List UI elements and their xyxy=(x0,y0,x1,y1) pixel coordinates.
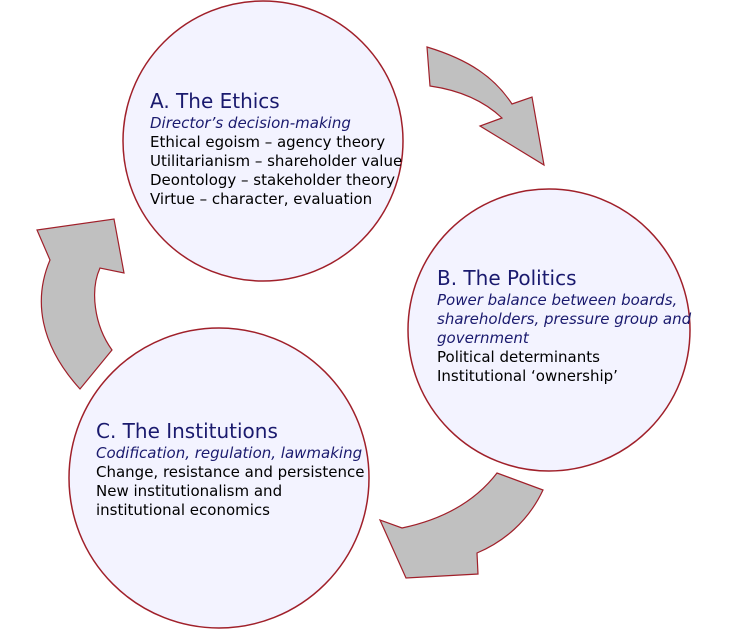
institutions-line: Change, resistance and persistence xyxy=(96,463,365,481)
politics-subtitle: government xyxy=(437,329,529,347)
institutions-line: New institutionalism and xyxy=(96,482,283,500)
politics-circle xyxy=(407,188,691,472)
politics-line: Political determinants xyxy=(437,348,600,366)
institutions-subtitle: Codification, regulation, lawmaking xyxy=(96,444,363,462)
institutions-title: C. The Institutions xyxy=(96,419,278,443)
politics-line: Institutional ‘ownership’ xyxy=(437,367,618,385)
institutions-node-text: C. The Institutions Codification, regula… xyxy=(96,419,364,520)
institutions-line: institutional economics xyxy=(96,501,270,519)
ethics-title: A. The Ethics xyxy=(150,89,280,113)
ethics-line: Virtue – character, evaluation xyxy=(150,190,373,208)
ethics-circle xyxy=(122,0,404,282)
arrow-politics-to-institutions xyxy=(378,472,544,579)
ethics-line: Utilitarianism – shareholder value xyxy=(150,152,403,170)
arrow-ethics-to-politics xyxy=(426,46,545,167)
politics-subtitle: Power balance between boards, xyxy=(437,291,678,309)
politics-title: B. The Politics xyxy=(437,266,577,290)
politics-subtitle: shareholders, pressure group and xyxy=(437,310,692,328)
politics-node-text: B. The Politics Power balance between bo… xyxy=(437,266,691,386)
ethics-line: Deontology – stakeholder theory xyxy=(150,171,395,189)
ethics-subtitle: Director’s decision-making xyxy=(150,114,351,132)
institutions-circle xyxy=(68,327,370,629)
ethics-line: Ethical egoism – agency theory xyxy=(150,133,386,151)
arrow-institutions-to-ethics xyxy=(36,218,125,390)
ethics-node-text: A. The Ethics Director’s decision-making… xyxy=(150,89,402,209)
